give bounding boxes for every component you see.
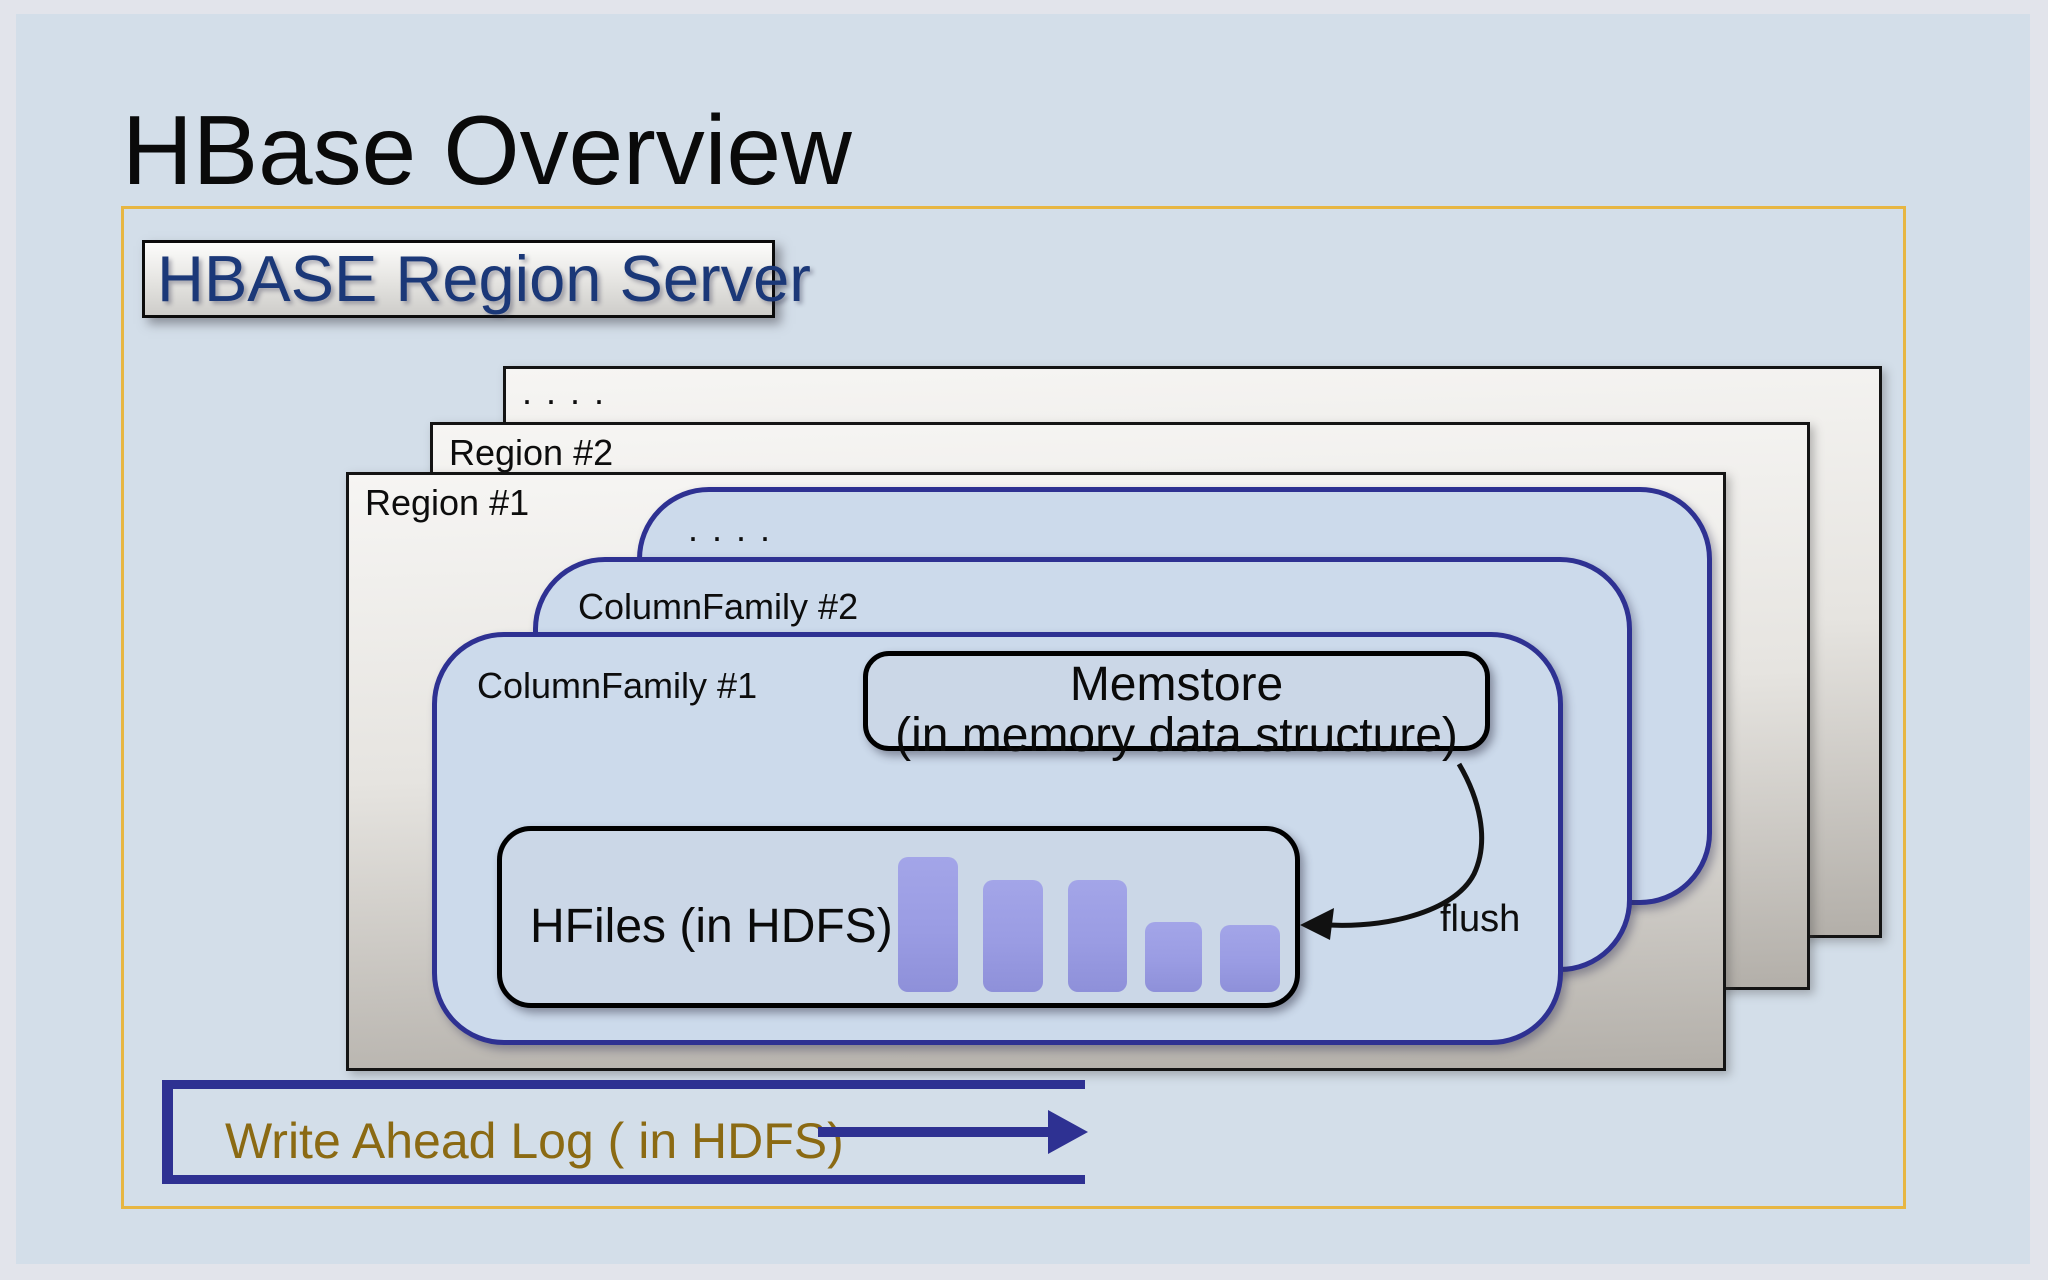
column-family-1-label: ColumnFamily #1 (477, 665, 758, 706)
slide-title: HBase Overview (122, 95, 852, 205)
column-family-more-dots: . . . . (688, 508, 773, 549)
hfile-bar (1068, 880, 1127, 992)
hfile-bars (502, 831, 1295, 1003)
region-server-label: HBASE Region Server (157, 242, 811, 315)
memstore-title: Memstore (1069, 658, 1284, 711)
hfiles-label: HFiles (in HDFS) (530, 900, 893, 953)
wal-bracket (162, 1080, 1085, 1184)
hfile-bar (898, 857, 958, 992)
region-1-label: Region #1 (365, 482, 530, 523)
hfiles-box: HFiles (in HDFS) (497, 826, 1300, 1008)
region-2-label: Region #2 (449, 432, 614, 473)
slide-background: HBase Overview HBASE Region Server . . .… (16, 14, 2030, 1264)
hfile-bar (1220, 925, 1280, 992)
memstore-subtitle: (in memory data structure) (895, 709, 1458, 762)
hfile-bar (1145, 922, 1202, 992)
region-more-dots: . . . . (522, 371, 607, 412)
region-server-frame (121, 206, 1906, 1209)
memstore-box: Memstore (in memory data structure) (863, 651, 1490, 761)
column-family-2-label: ColumnFamily #2 (578, 586, 859, 627)
hfile-bar (983, 880, 1043, 992)
flush-label: flush (1440, 898, 1521, 940)
wal-label: Write Ahead Log ( in HDFS) (225, 1113, 844, 1169)
region-server-box: HBASE Region Server (142, 240, 811, 318)
